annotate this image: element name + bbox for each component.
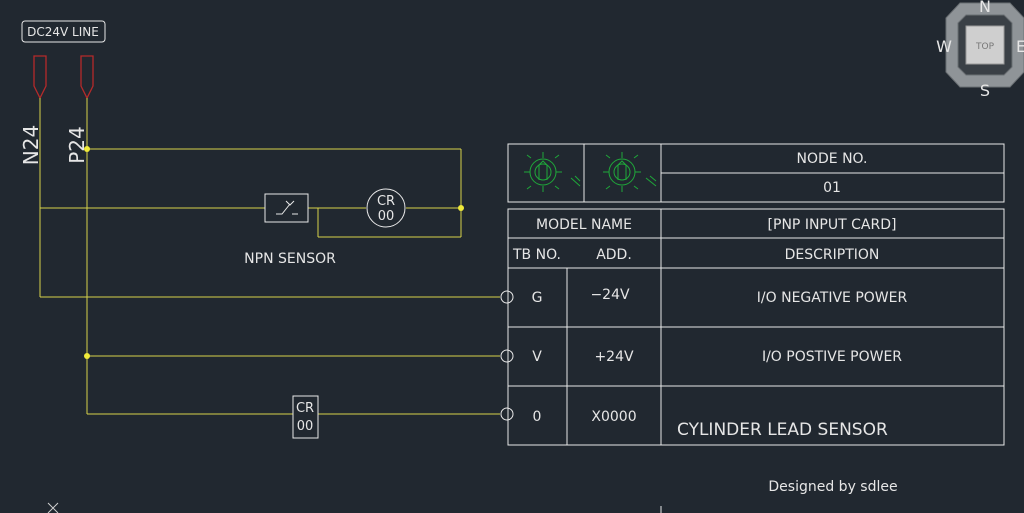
row-desc: I/O POSTIVE POWER: [762, 349, 902, 365]
designer-credit: Designed by sdlee: [768, 479, 897, 495]
viewcube-top-label: TOP: [975, 42, 995, 52]
model-label: MODEL NAME: [536, 217, 632, 233]
row-tb: G: [532, 290, 543, 306]
sensor-relay-top: CR: [377, 194, 395, 209]
compass-east[interactable]: E: [1016, 37, 1024, 56]
col-desc-header: DESCRIPTION: [785, 247, 880, 263]
row-add: +24V: [594, 349, 634, 365]
pos-bus-label: P24: [65, 126, 89, 164]
output-relay-top: CR: [296, 401, 314, 416]
sensor-relay-coil: CR 00: [366, 188, 406, 228]
terminal-0: [500, 407, 514, 421]
io-table: [507, 143, 1005, 446]
bus-label: DC24V LINE: [27, 25, 99, 39]
bus-terminal-negative: [33, 55, 47, 100]
neg-bus-label: N24: [19, 125, 43, 165]
junction-dot: [84, 353, 90, 359]
row-add: −24V: [590, 287, 630, 303]
compass-south[interactable]: S: [980, 81, 990, 100]
col-add-header: ADD.: [596, 247, 632, 263]
viewcube-top-face[interactable]: [965, 25, 1005, 65]
output-relay-bottom: 00: [297, 419, 314, 434]
node-label: NODE NO.: [797, 151, 868, 167]
terminal-g: [500, 290, 514, 304]
row-add: X0000: [591, 409, 636, 425]
sensor-relay-bottom: 00: [378, 209, 395, 224]
rotary-switch-units: [603, 152, 657, 192]
junction-dot: [84, 146, 90, 152]
junction-dot: [458, 205, 464, 211]
crosshair-icon: [47, 502, 59, 513]
row-tb: 0: [533, 409, 542, 425]
sensor-circuit: [40, 148, 462, 238]
col-tb-header: TB NO.: [512, 247, 561, 263]
compass-north[interactable]: N: [979, 0, 991, 16]
bus-terminal-positive: [80, 55, 94, 100]
bus-label-box: DC24V LINE: [21, 20, 106, 43]
node-value: 01: [823, 180, 841, 196]
npn-sensor-symbol: [264, 193, 309, 223]
rotary-switch-tens: [524, 152, 581, 192]
compass-west[interactable]: W: [936, 37, 952, 56]
model-value: [PNP INPUT CARD]: [768, 217, 897, 233]
viewcube[interactable]: TOP N S W E: [936, 0, 1024, 100]
terminal-v: [500, 349, 514, 363]
row-tb: V: [532, 349, 542, 365]
output-relay-contact: CR 00: [292, 395, 319, 439]
sensor-label: NPN SENSOR: [244, 251, 336, 267]
row-desc: I/O NEGATIVE POWER: [757, 290, 908, 306]
row-desc: CYLINDER LEAD SENSOR: [677, 420, 888, 440]
